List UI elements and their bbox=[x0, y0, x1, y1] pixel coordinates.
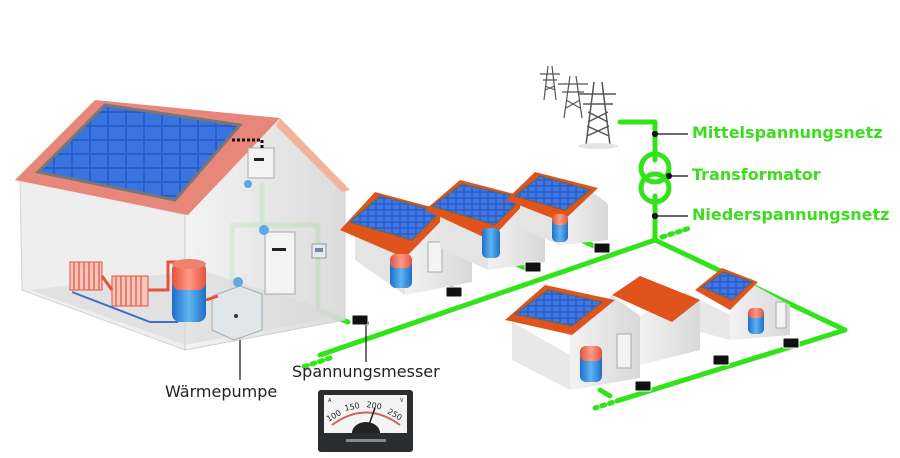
label-transformer: Transformator bbox=[692, 165, 821, 184]
meter-scale-200: 200 bbox=[366, 400, 383, 412]
power-pylons bbox=[540, 65, 618, 149]
pylon-icon bbox=[558, 75, 588, 119]
voltmeter-icon bbox=[712, 354, 730, 366]
low-voltage-branch-line bbox=[617, 237, 848, 403]
battery-storage-icon bbox=[259, 225, 296, 295]
hot-water-tank-icon bbox=[482, 228, 500, 258]
hot-water-tank-icon bbox=[552, 214, 568, 242]
low-voltage-main-line bbox=[317, 237, 658, 358]
grid-continuation-dots bbox=[659, 225, 693, 240]
label-low-voltage: Niederspannungsnetz bbox=[692, 205, 890, 224]
solar-panel-main bbox=[34, 103, 243, 202]
smart-meter-icon bbox=[311, 243, 327, 259]
hot-water-tank-icon bbox=[748, 308, 764, 334]
voltmeter-icon bbox=[351, 314, 369, 326]
inverter-icon bbox=[232, 138, 275, 188]
label-voltmeter: Spannungsmesser bbox=[292, 362, 440, 381]
meter-scale-150: 150 bbox=[344, 401, 361, 413]
grid-continuation-dots bbox=[592, 397, 623, 411]
voltmeter-icon bbox=[445, 286, 463, 298]
voltmeter-icon bbox=[782, 337, 800, 349]
radiator-icon bbox=[111, 275, 149, 307]
label-heat-pump: Wärmepumpe bbox=[165, 382, 278, 401]
voltmeter-icon bbox=[593, 242, 611, 254]
battery-storage-icon bbox=[775, 301, 787, 329]
meter-unit-v: V bbox=[400, 398, 404, 404]
label-medium-voltage: Mittelspannungsnetz bbox=[692, 123, 883, 142]
voltmeter-icon bbox=[634, 380, 652, 392]
meter-unit-a: A bbox=[328, 398, 332, 404]
pylon-icon bbox=[540, 65, 560, 101]
heat-pump-icon bbox=[205, 277, 263, 341]
battery-storage-icon bbox=[427, 241, 443, 273]
grid-continuation-dots bbox=[297, 355, 333, 371]
neighbor-house bbox=[695, 268, 790, 340]
neighbor-house bbox=[506, 172, 608, 245]
neighbor-house bbox=[340, 192, 472, 295]
medium-voltage-line bbox=[617, 119, 658, 163]
neighbor-house bbox=[505, 285, 640, 390]
radiator-icon bbox=[69, 261, 103, 291]
battery-storage-icon bbox=[616, 333, 632, 369]
hot-water-tank-icon bbox=[390, 254, 412, 288]
voltmeters bbox=[351, 242, 800, 392]
pylon-icon bbox=[578, 81, 616, 146]
neighbor-house bbox=[612, 276, 700, 365]
hot-water-tank-icon bbox=[172, 259, 206, 322]
main-house bbox=[15, 100, 350, 351]
voltmeter-closeup: 100 150 200 250 A V bbox=[318, 390, 413, 452]
hot-water-tank-icon bbox=[580, 346, 602, 382]
voltmeter-icon bbox=[524, 261, 542, 273]
transformer-icon bbox=[638, 151, 672, 205]
